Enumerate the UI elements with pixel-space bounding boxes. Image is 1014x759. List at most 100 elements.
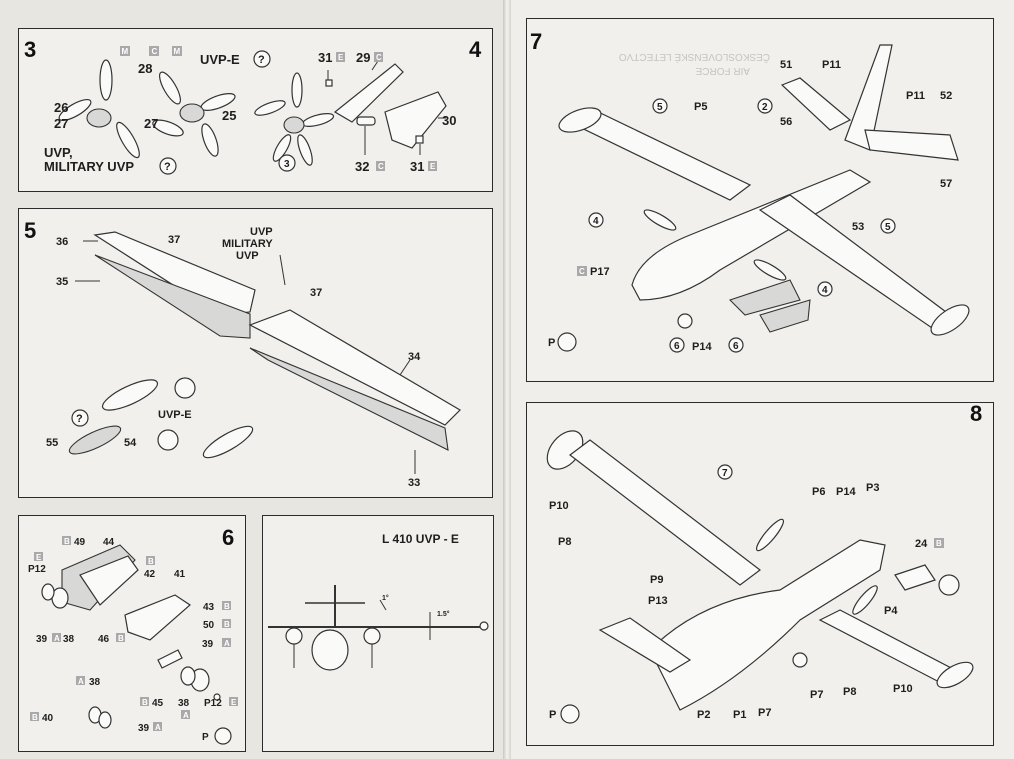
landing-gear-parts bbox=[41, 544, 221, 729]
svg-text:P3: P3 bbox=[866, 482, 879, 494]
label-41: 41 bbox=[174, 569, 186, 580]
svg-text:P: P bbox=[549, 709, 556, 721]
label-p5: P5 bbox=[694, 101, 707, 113]
label-26: 26 bbox=[54, 100, 68, 115]
svg-text:A: A bbox=[224, 639, 230, 648]
step-number-4: 4 bbox=[469, 37, 482, 62]
paint-icon-7 bbox=[557, 332, 577, 352]
label-34: 34 bbox=[408, 351, 421, 363]
svg-text:E: E bbox=[430, 162, 436, 171]
svg-text:P13: P13 bbox=[648, 595, 668, 607]
svg-text:?: ? bbox=[164, 161, 171, 173]
label-25: 25 bbox=[222, 108, 236, 123]
label-military-uvp: MILITARY UVP bbox=[44, 159, 134, 174]
svg-text:A: A bbox=[155, 723, 161, 732]
label-29: 29 bbox=[356, 50, 370, 65]
svg-text:C: C bbox=[152, 47, 158, 56]
label-uvp-5: UVP bbox=[250, 226, 273, 238]
svg-text:P9: P9 bbox=[650, 574, 663, 586]
label-p14: P14 bbox=[692, 341, 712, 353]
badges-panel3: M C M bbox=[120, 46, 182, 56]
label-54: 54 bbox=[124, 437, 137, 449]
l410-title: L 410 UVP - E bbox=[382, 532, 459, 546]
paint-icon-6 bbox=[214, 727, 232, 745]
label-40: 40 bbox=[42, 713, 54, 724]
svg-text:P: P bbox=[548, 337, 555, 349]
svg-text:P7: P7 bbox=[810, 689, 823, 701]
svg-text:C: C bbox=[579, 267, 585, 276]
svg-text:B: B bbox=[936, 539, 942, 548]
svg-text:P11: P11 bbox=[822, 59, 841, 71]
label-50: 50 bbox=[203, 620, 215, 631]
nacelle-parts bbox=[325, 57, 447, 155]
svg-text:C: C bbox=[378, 162, 384, 171]
svg-text:E: E bbox=[338, 53, 344, 62]
svg-text:A: A bbox=[183, 711, 189, 720]
label-45: 45 bbox=[152, 698, 164, 709]
label-33: 33 bbox=[408, 477, 420, 489]
svg-text:P4: P4 bbox=[884, 605, 898, 617]
labels-8: 7 P10 P8 P9 P13 P6 P14 P3 24 B P4 P7 P8 … bbox=[549, 464, 944, 724]
svg-text:B: B bbox=[224, 620, 230, 629]
svg-text:B: B bbox=[64, 537, 70, 546]
svg-text:B: B bbox=[118, 634, 124, 643]
svg-text:24: 24 bbox=[915, 538, 928, 550]
aircraft-drawing-7 bbox=[558, 44, 970, 336]
label-37a: 37 bbox=[168, 234, 180, 246]
svg-text:A: A bbox=[78, 677, 84, 686]
label-38a: 38 bbox=[63, 634, 75, 645]
angle-1: 1° bbox=[382, 594, 389, 602]
wing-parts-5 bbox=[68, 231, 461, 474]
label-p12b: P12 bbox=[204, 698, 222, 709]
label-38c: 38 bbox=[178, 698, 190, 709]
label-39a: 39 bbox=[36, 634, 48, 645]
svg-text:E: E bbox=[231, 698, 237, 707]
question-icon bbox=[253, 50, 271, 68]
label-paint-6: P bbox=[202, 732, 209, 743]
svg-text:57: 57 bbox=[940, 178, 952, 190]
label-31a: 31 bbox=[318, 50, 332, 65]
panel-step-7 bbox=[526, 18, 994, 382]
svg-text:5: 5 bbox=[657, 102, 663, 113]
svg-text:P8: P8 bbox=[843, 686, 856, 698]
paint-icon-8 bbox=[560, 704, 580, 724]
svg-text:C: C bbox=[376, 53, 382, 62]
label-uvpe-5: UVP-E bbox=[158, 409, 192, 421]
svg-text:5: 5 bbox=[885, 222, 891, 233]
svg-text:A: A bbox=[54, 634, 60, 643]
svg-text:P7: P7 bbox=[758, 707, 771, 719]
svg-text:P1: P1 bbox=[733, 709, 746, 721]
angle-1-5: 1.5° bbox=[437, 610, 450, 618]
svg-text:P6: P6 bbox=[812, 486, 825, 498]
svg-text:B: B bbox=[224, 602, 230, 611]
label-p17: P17 bbox=[590, 266, 610, 278]
svg-text:P11: P11 bbox=[906, 90, 925, 102]
label-39c: 39 bbox=[138, 723, 150, 734]
label-42: 42 bbox=[144, 569, 156, 580]
label-uvp: UVP, bbox=[44, 145, 73, 160]
label-38b: 38 bbox=[89, 677, 101, 688]
label-55: 55 bbox=[46, 437, 58, 449]
l410-front-view bbox=[268, 585, 489, 671]
label-44: 44 bbox=[103, 537, 115, 548]
step-number-6: 6 bbox=[222, 525, 234, 550]
svg-text:E: E bbox=[36, 553, 42, 562]
svg-text:6: 6 bbox=[674, 341, 680, 352]
label-31b: 31 bbox=[410, 159, 424, 174]
svg-text:53: 53 bbox=[852, 221, 864, 233]
svg-text:M: M bbox=[122, 47, 129, 56]
label-46: 46 bbox=[98, 634, 110, 645]
svg-text:56: 56 bbox=[780, 116, 792, 128]
label-43: 43 bbox=[203, 602, 215, 613]
svg-text:P10: P10 bbox=[893, 683, 913, 695]
label-36: 36 bbox=[56, 236, 68, 248]
svg-text:P14: P14 bbox=[836, 486, 856, 498]
svg-text:52: 52 bbox=[940, 90, 952, 102]
label-37b: 37 bbox=[310, 287, 322, 299]
propeller-drawing-1 bbox=[58, 59, 140, 159]
label-30: 30 bbox=[442, 113, 456, 128]
label-p12a: P12 bbox=[28, 564, 46, 575]
svg-text:51: 51 bbox=[780, 59, 792, 71]
ghost-text-1: ČESKOSLOVENSKÉ LETECTVO bbox=[619, 51, 770, 64]
step-number-8: 8 bbox=[970, 401, 982, 426]
